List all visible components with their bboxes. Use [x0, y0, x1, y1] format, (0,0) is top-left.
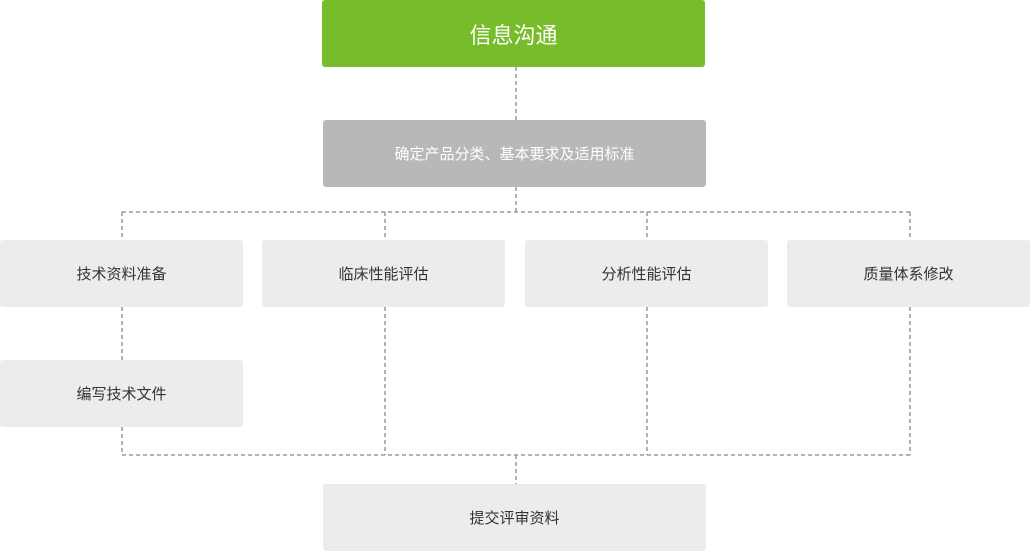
root-label: 信息沟通 — [469, 23, 558, 49]
branch-node-4: 质量体系修改 — [787, 240, 1030, 307]
branch-node-1: 技术资料准备 — [0, 240, 243, 307]
branch-label: 分析性能评估 — [601, 265, 692, 283]
branch-node-2: 临床性能评估 — [262, 240, 505, 307]
final-node: 提交评审资料 — [323, 484, 706, 551]
branch-label: 临床性能评估 — [338, 265, 429, 283]
branch-label: 技术资料准备 — [76, 265, 167, 283]
step-node: 确定产品分类、基本要求及适用标准 — [323, 120, 706, 187]
final-label: 提交评审资料 — [469, 509, 560, 527]
root-node: 信息沟通 — [322, 0, 705, 67]
sub-label: 编写技术文件 — [76, 385, 167, 403]
branch-label: 质量体系修改 — [863, 265, 954, 283]
sub-node: 编写技术文件 — [0, 360, 243, 427]
branch-node-3: 分析性能评估 — [525, 240, 768, 307]
step-label: 确定产品分类、基本要求及适用标准 — [394, 145, 635, 163]
